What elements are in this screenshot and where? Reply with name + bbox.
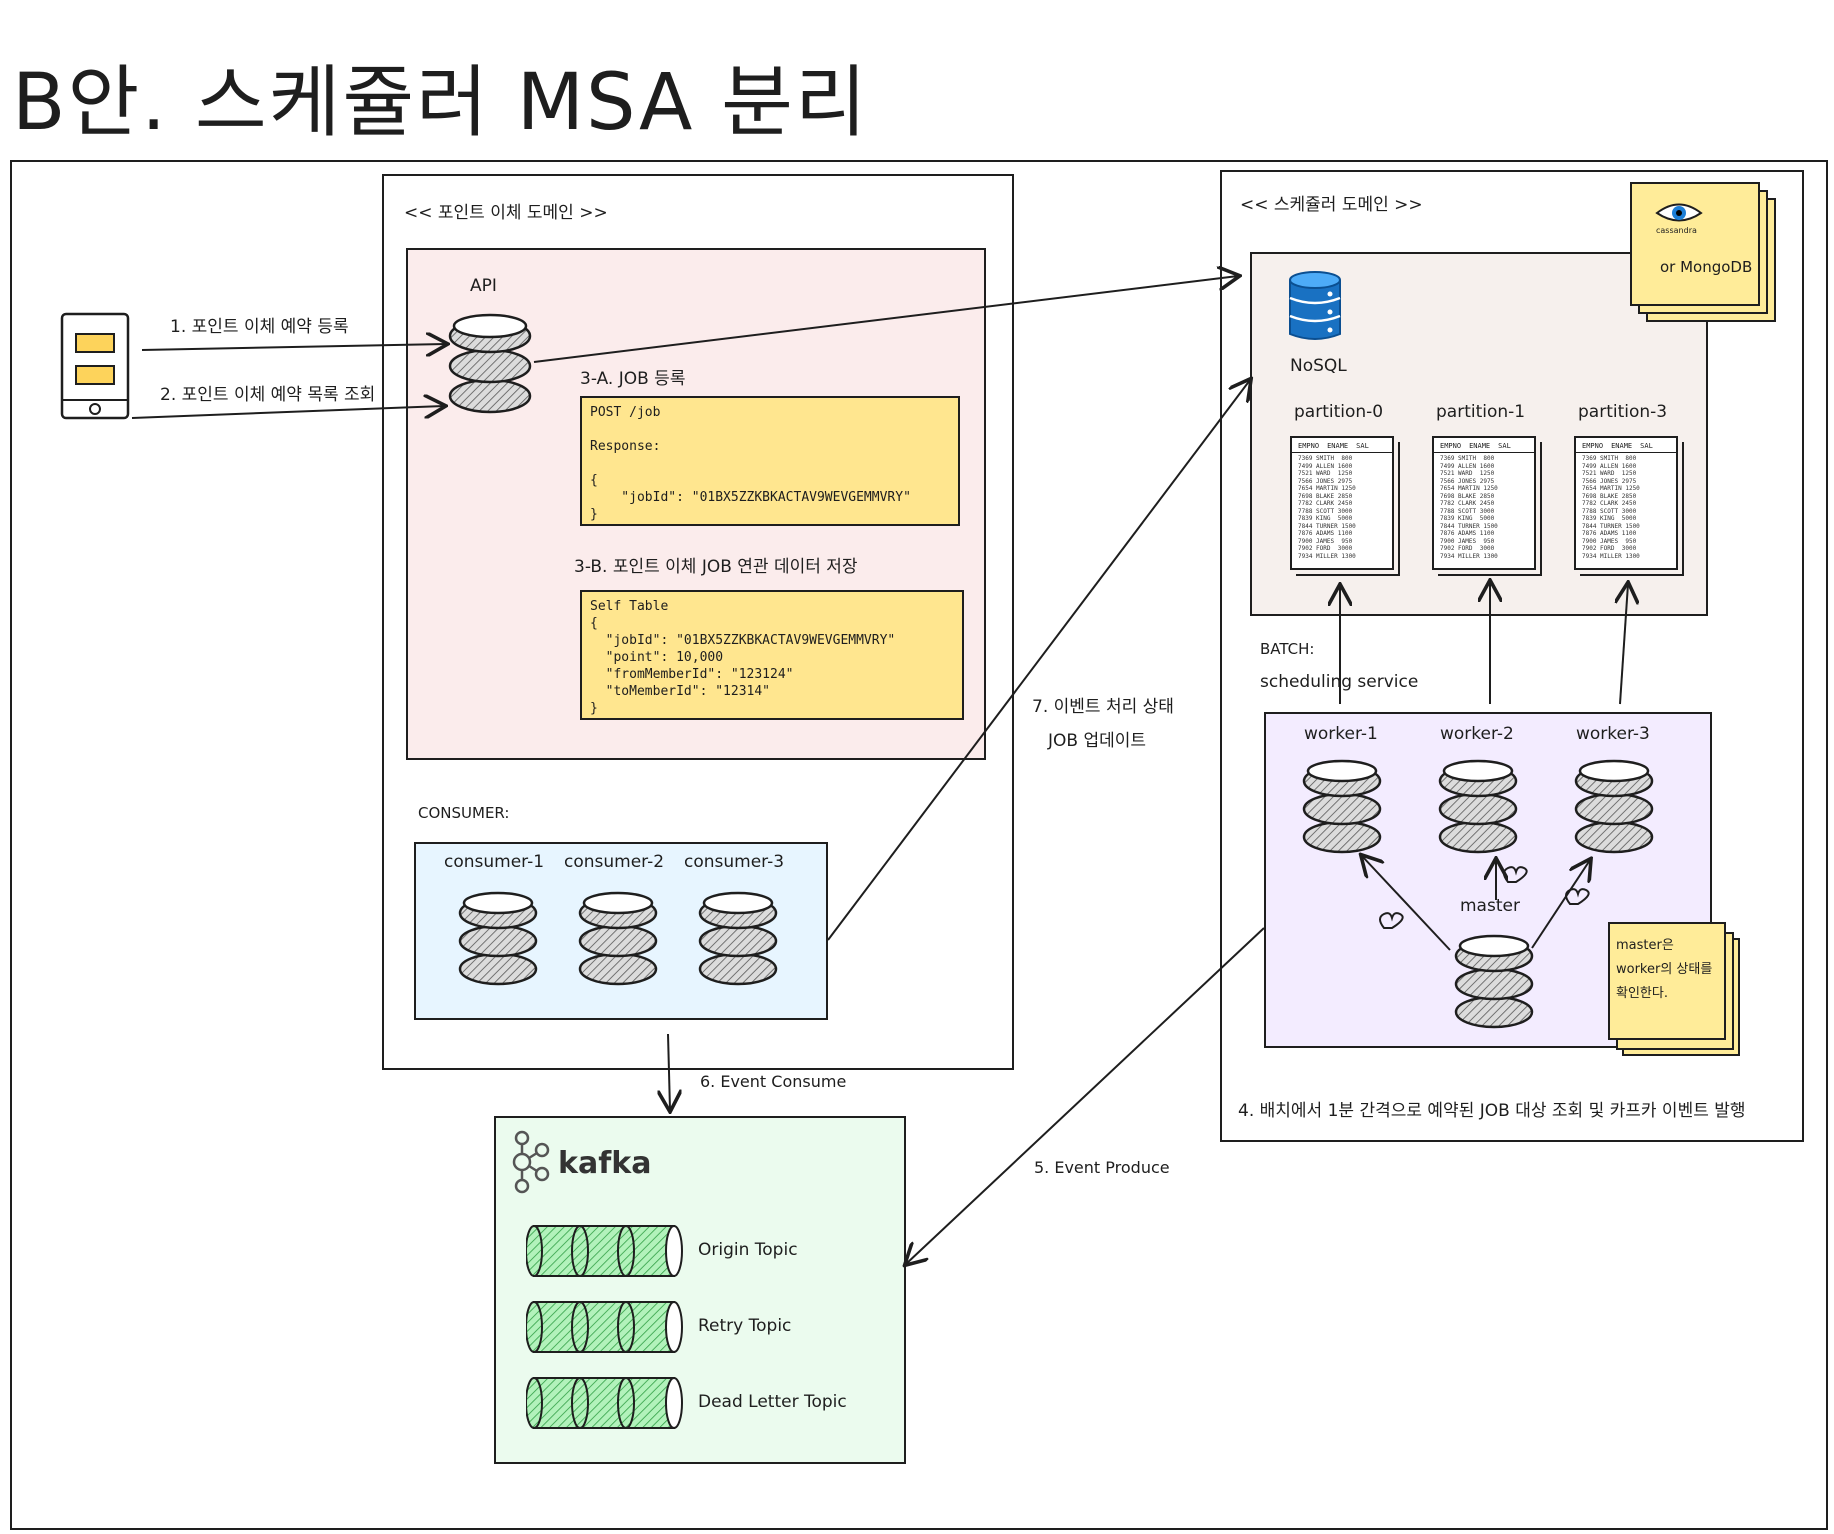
table-header-cell: ENAME xyxy=(1469,442,1491,450)
step-2-label: 2. 포인트 이체 예약 목록 조회 xyxy=(160,385,376,405)
consumer-label: consumer-3 xyxy=(684,852,785,872)
table-header-cell: EMPNO xyxy=(1440,442,1462,450)
master-label: master xyxy=(1460,896,1520,916)
table-header: EMPNO ENAME SAL xyxy=(1434,438,1534,453)
step-6-label: 6. Event Consume xyxy=(700,1072,847,1091)
partition-label: partition-1 xyxy=(1436,402,1526,422)
table-rows-decoration: 7369 SMITH 800 7499 ALLEN 1600 7521 WARD… xyxy=(1582,455,1640,560)
worker-label: worker-3 xyxy=(1576,724,1650,744)
server-icon xyxy=(1302,759,1382,854)
scheduling-service-label: scheduling service xyxy=(1260,672,1419,692)
master-server-icon xyxy=(1452,928,1536,1032)
table-rows-decoration: 7369 SMITH 800 7499 ALLEN 1600 7521 WARD… xyxy=(1298,455,1356,560)
server-icon xyxy=(1438,759,1518,854)
or-mongodb-label: or MongoDB xyxy=(1660,258,1753,276)
cassandra-logo-text: cassandra xyxy=(1656,226,1697,235)
step-4-label: 4. 배치에서 1분 간격으로 예약된 JOB 대상 조회 및 카프카 이벤트 … xyxy=(1238,1101,1746,1121)
consumer-server-icon xyxy=(576,882,660,996)
step-7-label: 7. 이벤트 처리 상태 xyxy=(1032,697,1174,717)
table-header: EMPNO ENAME SAL xyxy=(1576,438,1676,453)
mongodb-note-front xyxy=(1630,182,1760,306)
table-header-cell: SAL xyxy=(1640,442,1653,450)
master-note-text: master은 worker의 상태를 확인한다. xyxy=(1616,938,1713,1001)
nosql-label: NoSQL xyxy=(1290,356,1347,376)
step-3b-label: 3-B. 포인트 이체 JOB 연관 데이터 저장 xyxy=(574,557,858,577)
cassandra-eye-icon xyxy=(1654,198,1704,228)
kafka-logo-text: kafka xyxy=(558,1146,652,1181)
table-header-cell: ENAME xyxy=(1327,442,1349,450)
mobile-client xyxy=(60,312,130,420)
table-rows-decoration: 7369 SMITH 800 7499 ALLEN 1600 7521 WARD… xyxy=(1440,455,1498,560)
worker-server-icon xyxy=(1572,750,1656,864)
kafka-logo-icon xyxy=(508,1130,552,1194)
table-header-cell: SAL xyxy=(1498,442,1511,450)
step-3a-label: 3-A. JOB 등록 xyxy=(580,369,686,389)
server-icon xyxy=(578,891,658,986)
step-7-sub-label: JOB 업데이트 xyxy=(1048,731,1147,751)
table-header-cell: ENAME xyxy=(1611,442,1633,450)
topic-queue-icon xyxy=(525,1298,686,1360)
topic-label: Origin Topic xyxy=(698,1240,798,1260)
worker-label: worker-2 xyxy=(1440,724,1514,744)
step-1-label: 1. 포인트 이체 예약 등록 xyxy=(170,317,349,337)
point-domain-label: << 포인트 이체 도메인 >> xyxy=(404,203,608,223)
outer-frame xyxy=(10,160,1828,1530)
api-label: API xyxy=(470,276,497,296)
consumer-server-icon xyxy=(456,882,540,996)
consumer-list: consumer-1 consumer-2 consumer-3 xyxy=(414,852,828,1012)
consumer-label: consumer-1 xyxy=(444,852,545,872)
batch-label: BATCH: xyxy=(1260,640,1315,658)
server-icon xyxy=(698,891,778,986)
job-register-code: POST /job Response: { "jobId": "01BX5ZZK… xyxy=(580,396,960,526)
table-header-cell: EMPNO xyxy=(1298,442,1320,450)
mobile-phone-icon xyxy=(60,312,130,420)
worker-label: worker-1 xyxy=(1304,724,1378,744)
consumer-server-icon xyxy=(696,882,780,996)
worker-server-icon xyxy=(1436,750,1520,864)
master-note xyxy=(1608,922,1726,1040)
topic-queue-icon xyxy=(525,1374,686,1436)
api-server-icon xyxy=(446,308,534,418)
table-header: EMPNO ENAME SAL xyxy=(1292,438,1392,453)
worker-server-icon xyxy=(1300,750,1384,864)
table-header-cell: SAL xyxy=(1356,442,1369,450)
table-header-cell: EMPNO xyxy=(1582,442,1604,450)
partition-label: partition-0 xyxy=(1294,402,1384,422)
step-5-label: 5. Event Produce xyxy=(1034,1158,1170,1177)
partition-label: partition-3 xyxy=(1578,402,1668,422)
server-icon xyxy=(1574,759,1654,854)
scheduler-domain-label: << 스케쥴러 도메인 >> xyxy=(1240,195,1423,215)
topic-queue-icon xyxy=(525,1222,686,1284)
self-table-code: Self Table { "jobId": "01BX5ZZKBKACTAV9W… xyxy=(580,590,964,720)
topic-label: Dead Letter Topic xyxy=(698,1392,847,1412)
page-title: B안. 스케쥴러 MSA 분리 xyxy=(12,58,869,148)
consumer-label: consumer-2 xyxy=(564,852,665,872)
nosql-database-icon xyxy=(1286,270,1344,344)
worker-list: worker-1 worker-2 worker-3 xyxy=(1264,720,1712,870)
consumer-group-label: CONSUMER: xyxy=(418,804,510,822)
server-icon xyxy=(458,891,538,986)
topic-label: Retry Topic xyxy=(698,1316,792,1336)
